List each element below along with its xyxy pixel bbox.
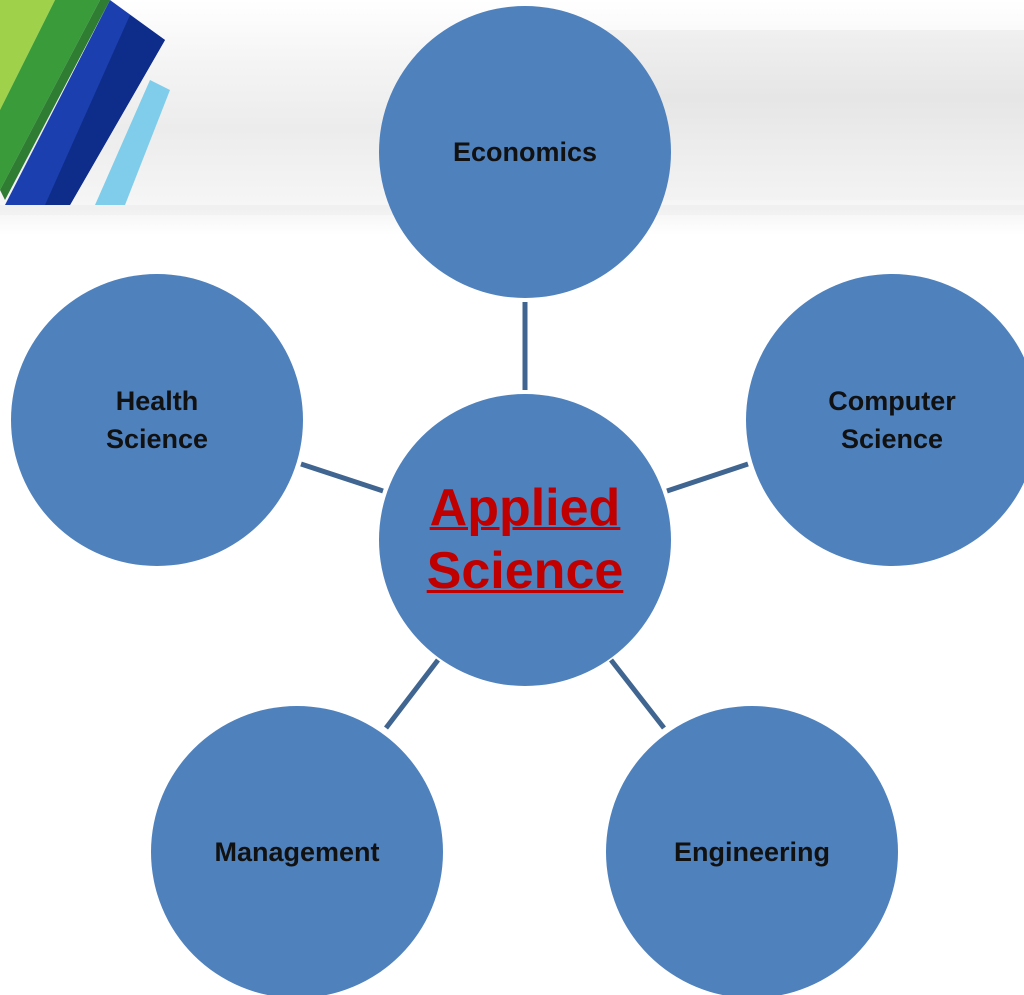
connector-computer-science [666, 461, 749, 494]
node-label-computer-science: Computer Science [828, 386, 956, 454]
pencil-light-blue [95, 80, 170, 205]
connector-engineering [609, 658, 666, 730]
node-management: Management [151, 706, 443, 995]
connector-management [384, 658, 440, 730]
node-economics: Economics [379, 6, 671, 298]
node-label-engineering: Engineering [673, 837, 830, 867]
node-engineering: Engineering [606, 706, 898, 995]
node-label-health-science: Health Science [105, 386, 209, 454]
pencils-image [0, 0, 170, 205]
center-label-applied-science[interactable]: Applied Science [426, 479, 624, 600]
node-applied-science: Applied Science [379, 394, 671, 686]
node-computer-science: Computer Science [746, 274, 1024, 566]
node-health-science: Health Science [11, 274, 303, 566]
header-shine [600, 30, 1024, 200]
node-label-economics: Economics [452, 137, 598, 167]
pencil-green-edge [0, 0, 110, 200]
pencil-blue-shade [45, 15, 165, 205]
connector-health-science [300, 461, 384, 494]
node-label-management: Management [214, 837, 380, 867]
